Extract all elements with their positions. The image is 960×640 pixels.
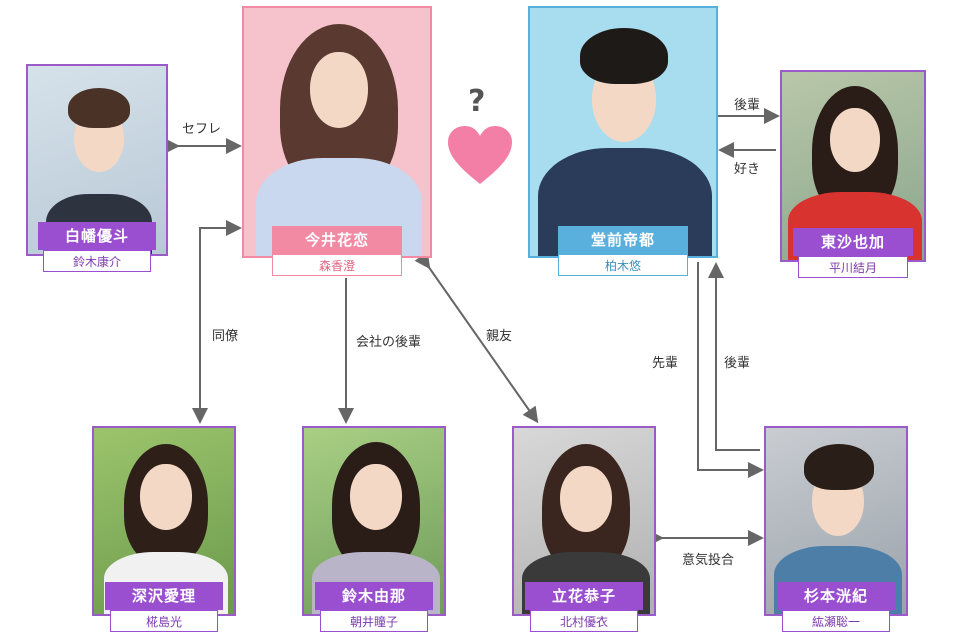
character-name: 堂前帝都 (558, 226, 688, 254)
character-card-sugimoto[interactable]: 杉本洸紀 紘瀬聡一 (764, 426, 908, 636)
actor-name: 椛島光 (110, 610, 218, 632)
label-suki: 好き (734, 162, 761, 177)
label-senpai: 先輩 (652, 356, 679, 371)
character-name: 杉本洸紀 (777, 582, 895, 610)
character-name: 立花恭子 (525, 582, 643, 610)
label-douryou: 同僚 (212, 329, 239, 344)
question-mark: ? (468, 84, 486, 119)
actor-name: 紘瀬聡一 (782, 610, 890, 632)
actor-name: 朝井瞳子 (320, 610, 428, 632)
label-kaisha-kouhai: 会社の後輩 (356, 335, 422, 350)
character-card-azuma[interactable]: 東沙也加 平川結月 (780, 70, 926, 282)
taito-photo (528, 6, 718, 258)
actor-name: 森香澄 (272, 254, 402, 276)
character-card-fukasawa[interactable]: 深沢愛理 椛島光 (92, 426, 236, 636)
label-sefure: セフレ (182, 122, 222, 137)
character-card-hanako[interactable]: 今井花恋 森香澄 (242, 6, 432, 276)
character-card-suzuki[interactable]: 鈴木由那 朝井瞳子 (302, 426, 446, 636)
character-card-shirahata[interactable]: 白幡優斗 鈴木康介 (26, 64, 168, 276)
label-shinyuu: 親友 (486, 329, 513, 344)
label-kouhai-right: 後輩 (724, 356, 751, 371)
actor-name: 北村優衣 (530, 610, 638, 632)
actor-name: 鈴木康介 (43, 250, 151, 272)
character-name: 東沙也加 (793, 228, 913, 256)
character-name: 深沢愛理 (105, 582, 223, 610)
character-name: 鈴木由那 (315, 582, 433, 610)
character-card-taito[interactable]: 堂前帝都 柏木悠 (528, 6, 718, 276)
character-card-tachibana[interactable]: 立花恭子 北村優衣 (512, 426, 656, 636)
label-kouhai-top: 後輩 (734, 98, 761, 113)
line-douryou (192, 227, 238, 424)
line-kouhai-right (708, 262, 760, 451)
label-ikitougou: 意気投合 (682, 553, 735, 568)
character-name: 今井花恋 (272, 226, 402, 254)
hanako-photo (242, 6, 432, 258)
character-name: 白幡優斗 (38, 222, 156, 250)
actor-name: 柏木悠 (558, 254, 688, 276)
line-shinyuu (414, 251, 539, 424)
heart-icon (448, 126, 512, 184)
actor-name: 平川結月 (798, 256, 908, 278)
line-senpai (697, 262, 764, 478)
